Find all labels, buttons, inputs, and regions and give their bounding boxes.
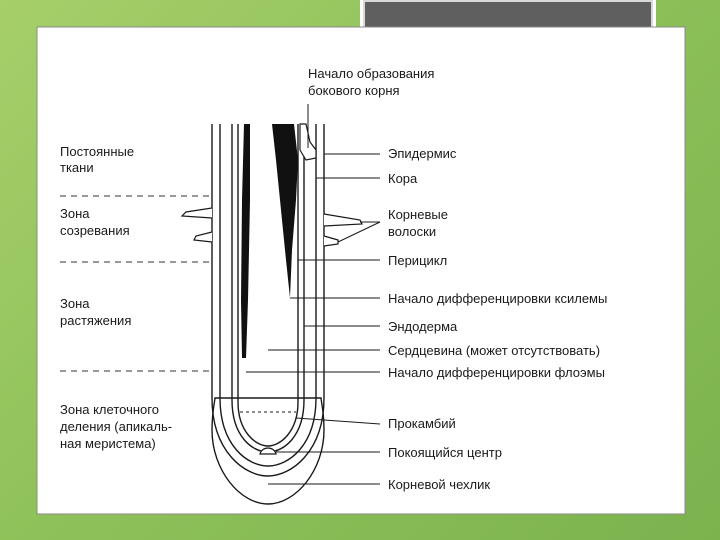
label-division-2: деления (апикаль- [60, 419, 172, 434]
root-hair [180, 207, 213, 219]
label-cortex: Кора [388, 171, 418, 186]
leader-root-hairs-2 [337, 221, 381, 243]
label-elongation-1: Зона [60, 296, 90, 311]
label-permanent-2: ткани [60, 160, 94, 175]
leader-lines [246, 104, 381, 485]
zone-separators [60, 195, 212, 372]
label-division-1: Зона клеточного [60, 402, 159, 417]
label-maturation-1: Зона [60, 206, 90, 221]
label-lateral-root-2: бокового корня [308, 83, 400, 98]
label-endodermis: Эндодерма [388, 319, 458, 334]
quiescent-center [259, 447, 277, 455]
leader-procambium [295, 417, 381, 425]
xylem-strand-left [241, 124, 250, 358]
label-root-hairs-2: волоски [388, 224, 436, 239]
label-epidermis: Эпидермис [388, 146, 457, 161]
label-pericycle: Перицикл [388, 253, 447, 268]
xylem-strand-right [272, 124, 298, 298]
label-lateral-root-1: Начало образования [308, 66, 434, 81]
label-quiescent-center: Покоящийся центр [388, 445, 502, 460]
cortex-outline [219, 124, 317, 467]
label-procambium: Прокамбий [388, 416, 456, 431]
label-division-3: ная меристема) [60, 436, 156, 451]
label-root-cap: Корневой чехлик [388, 477, 490, 492]
label-xylem: Начало дифференцировки ксилемы [388, 291, 607, 306]
slide-panel [36, 26, 686, 515]
root-hairs [180, 207, 363, 247]
root-cap [211, 397, 325, 505]
label-elongation-2: растяжения [60, 313, 131, 328]
label-permanent-1: Постоянные [60, 144, 134, 159]
root-hair [193, 231, 213, 243]
pericycle-outline [237, 124, 299, 447]
label-maturation-2: созревания [60, 223, 130, 238]
label-pith: Сердцевина (может отсутствовать) [388, 343, 600, 358]
epidermis-outline [211, 124, 325, 477]
label-phloem: Начало дифференцировки флоэмы [388, 365, 605, 380]
label-root-hairs-1: Корневые [388, 207, 448, 222]
